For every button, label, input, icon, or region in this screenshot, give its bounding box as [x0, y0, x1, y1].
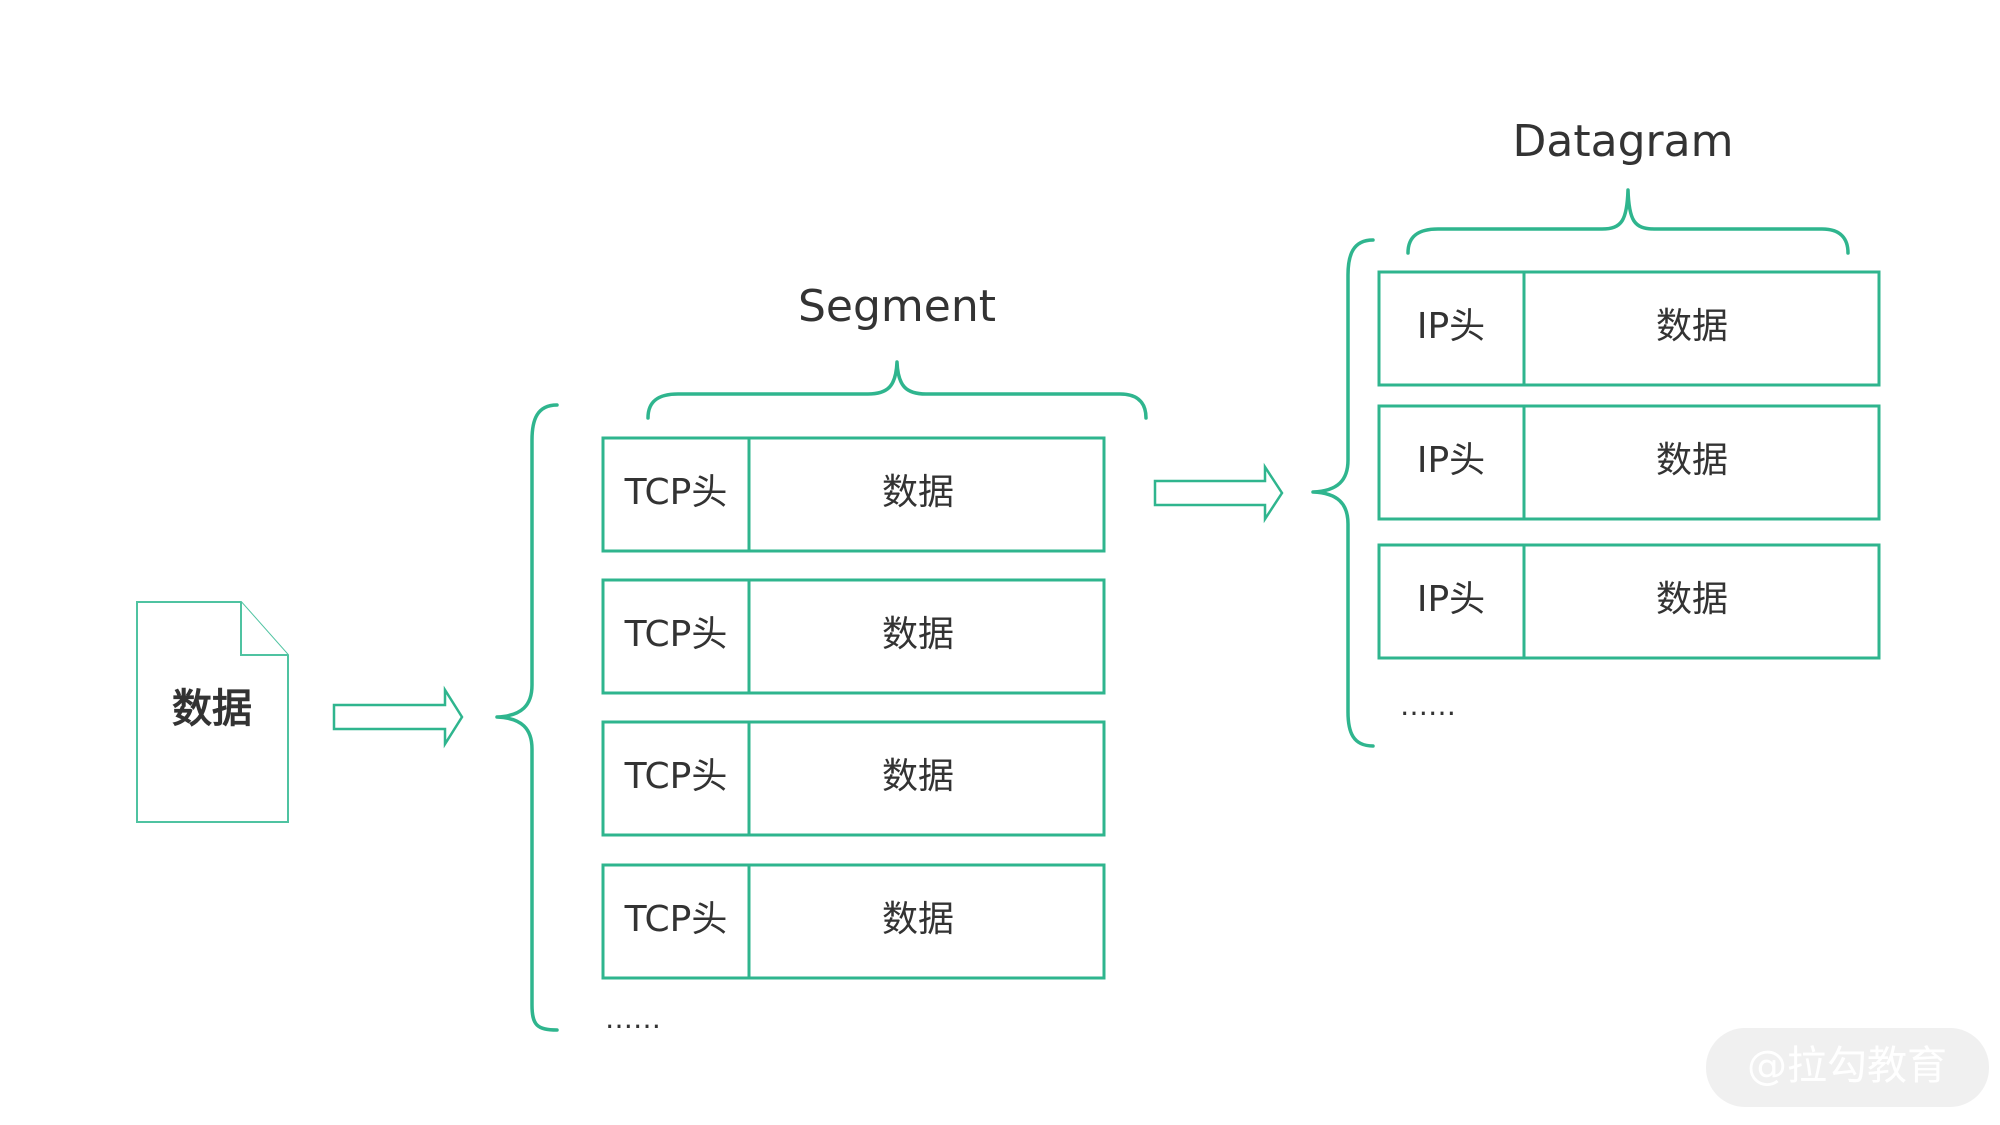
- segment-payload-label: 数据: [882, 899, 954, 940]
- source-label: 数据: [172, 686, 252, 732]
- datagram-payload-label: 数据: [1656, 440, 1728, 481]
- segment-title: Segment: [798, 281, 996, 332]
- watermark-text: @拉勾教育: [1747, 1043, 1947, 1089]
- datagram-row-3: IP头 数据: [1377, 543, 1881, 660]
- document-fold: [240, 602, 288, 656]
- segment-top-brace: [646, 360, 1148, 420]
- datagram-payload-label: 数据: [1656, 306, 1728, 347]
- segment-ellipsis: ……: [605, 1002, 661, 1035]
- tcp-header-label: TCP头: [624, 614, 728, 655]
- tcp-header-label: TCP头: [624, 756, 728, 797]
- segment-row-box: [601, 578, 1106, 695]
- segment-row-4: TCP头 数据: [601, 863, 1106, 980]
- watermark: @拉勾教育: [1706, 1028, 1989, 1107]
- segment-row-2: TCP头 数据: [601, 578, 1106, 695]
- datagram-row-box: [1377, 543, 1881, 660]
- datagram-row-1: IP头 数据: [1377, 270, 1881, 387]
- datagram-title: Datagram: [1513, 116, 1734, 167]
- ip-header-label: IP头: [1417, 306, 1485, 347]
- arrow-right-icon: [1153, 462, 1284, 524]
- segment-payload-label: 数据: [882, 756, 954, 797]
- segment-row-box: [601, 863, 1106, 980]
- datagram-row-box: [1377, 404, 1881, 521]
- datagram-left-brace: [1311, 238, 1375, 748]
- ip-header-label: IP头: [1417, 440, 1485, 481]
- source-document: 数据: [136, 601, 289, 823]
- watermark-pill: [1706, 1028, 1989, 1107]
- datagram-row-box: [1377, 270, 1881, 387]
- segment-left-brace: [495, 403, 559, 1032]
- tcp-header-label: TCP头: [624, 899, 728, 940]
- segment-row-box: [601, 436, 1106, 553]
- datagram-row-2: IP头 数据: [1377, 404, 1881, 521]
- datagram-payload-label: 数据: [1656, 579, 1728, 620]
- segment-row-box: [601, 720, 1106, 837]
- document-icon: [136, 601, 289, 823]
- segment-row-1: TCP头 数据: [601, 436, 1106, 553]
- segment-row-3: TCP头 数据: [601, 720, 1106, 837]
- datagram-top-brace: [1406, 188, 1850, 255]
- arrow-right-icon: [332, 685, 464, 749]
- segment-payload-label: 数据: [882, 614, 954, 655]
- segment-payload-label: 数据: [882, 472, 954, 513]
- ip-header-label: IP头: [1417, 579, 1485, 620]
- datagram-ellipsis: ……: [1400, 689, 1456, 722]
- tcp-header-label: TCP头: [624, 472, 728, 513]
